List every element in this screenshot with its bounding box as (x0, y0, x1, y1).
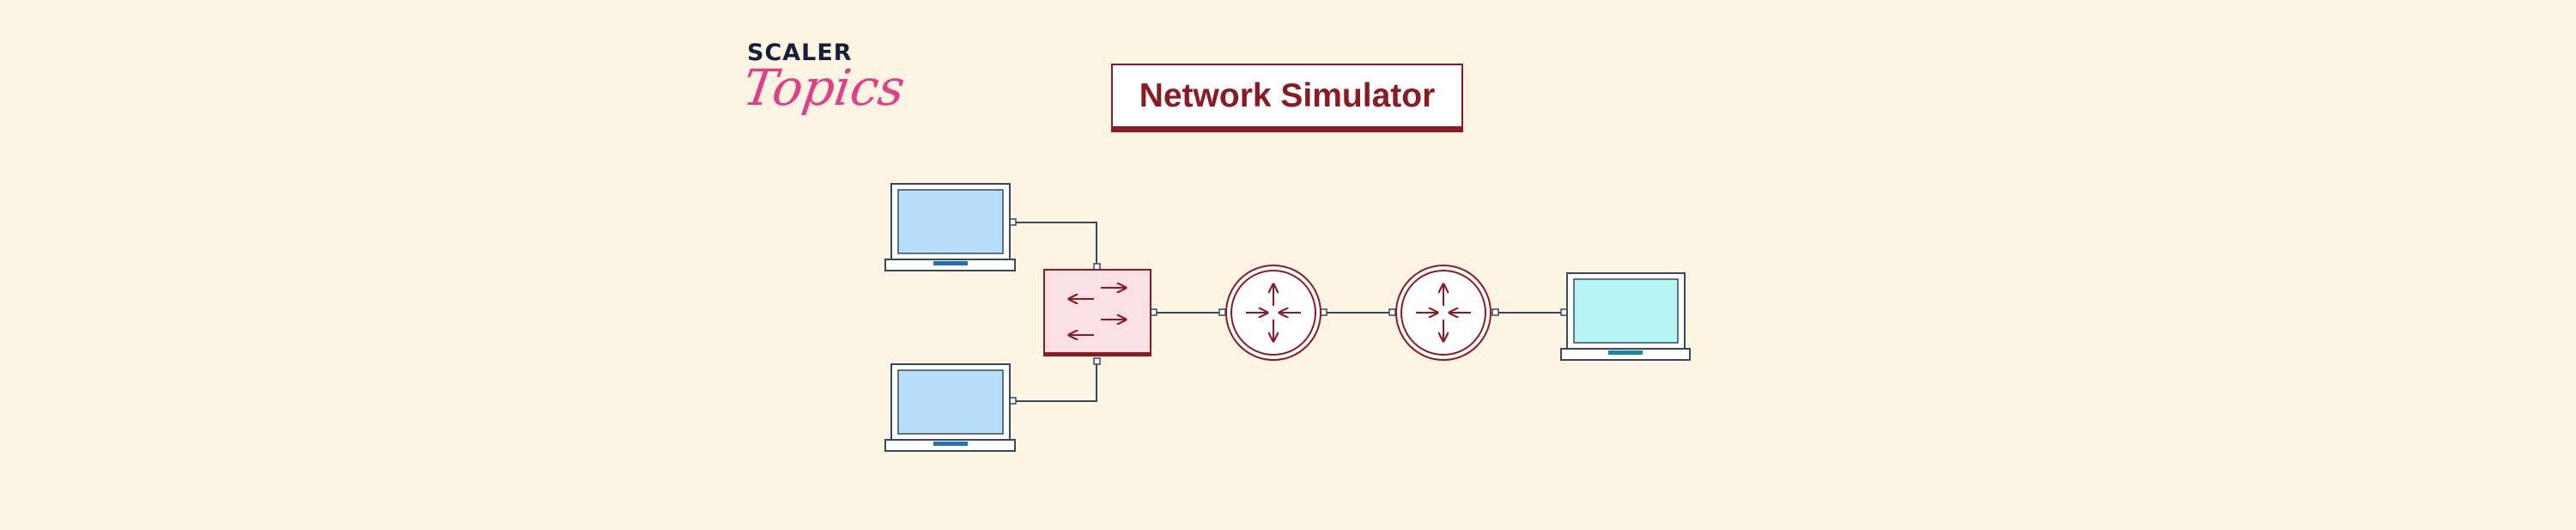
link-laptop-top-to-switch (1015, 222, 1097, 269)
diagram-title: Network Simulator (1139, 76, 1436, 114)
router-icon (1395, 265, 1492, 361)
logo-scaler-text: SCALER (747, 40, 853, 66)
connection-lines (1015, 222, 1564, 402)
switch-icon (1043, 269, 1151, 356)
scaler-topics-logo: SCALER Topics (739, 40, 908, 134)
router-icon (1225, 265, 1321, 361)
title-box: Network Simulator (1111, 64, 1463, 132)
laptop-icon (884, 363, 1016, 452)
laptop-icon (1560, 272, 1691, 361)
laptop-icon (884, 183, 1016, 271)
link-laptop-bottom-to-switch (1015, 359, 1097, 402)
